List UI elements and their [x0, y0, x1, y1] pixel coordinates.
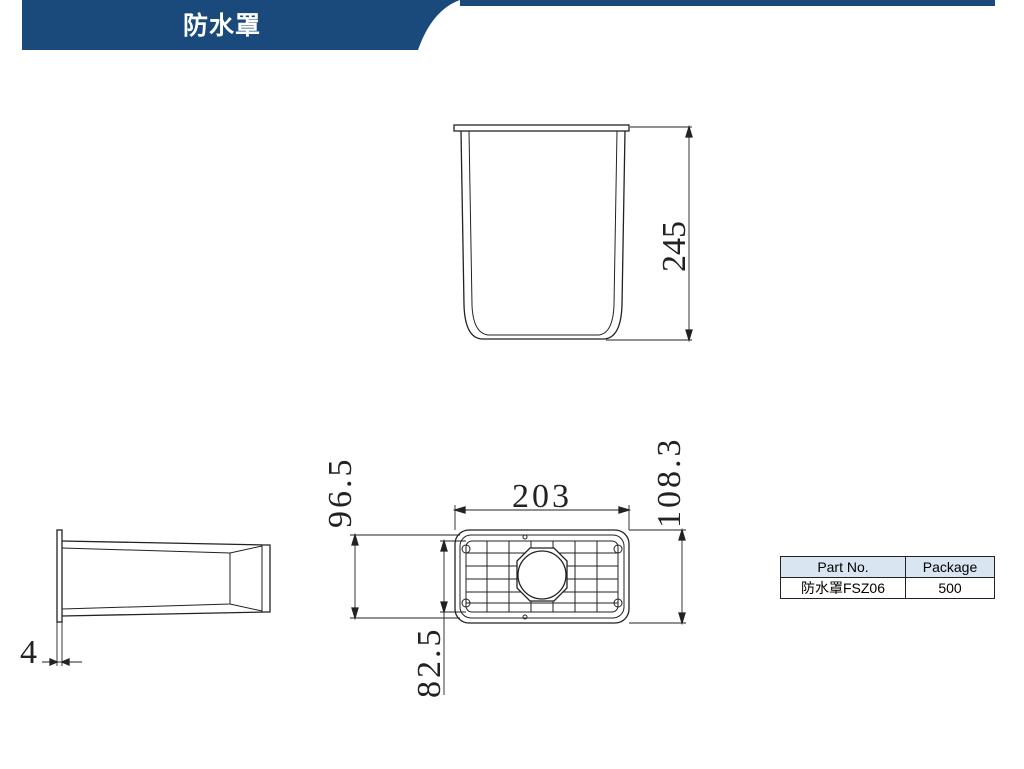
- grille-view: [350, 505, 686, 695]
- page-title: 防水罩: [183, 11, 262, 40]
- dim-side-height: 245: [656, 221, 693, 272]
- table-row: 防水罩FSZ06 500: [780, 577, 995, 599]
- header-band: [22, 0, 995, 50]
- profile-view: [42, 529, 271, 666]
- dim-left-outer: 96.5: [322, 457, 359, 529]
- header-part-no: Part No.: [780, 556, 906, 578]
- side-view: [453, 124, 693, 343]
- dim-outer-depth: 108.3: [651, 437, 688, 529]
- cell-part-no: 防水罩FSZ06: [780, 577, 906, 599]
- dim-flange: 4: [20, 634, 37, 671]
- spec-table-header: Part No. Package: [780, 556, 995, 578]
- dim-left-inner: 82.5: [411, 627, 448, 699]
- dim-bottom-width: 203: [512, 478, 572, 515]
- cell-package: 500: [905, 577, 995, 599]
- spec-table: Part No. Package 防水罩FSZ06 500: [780, 556, 995, 599]
- header-package: Package: [905, 556, 995, 578]
